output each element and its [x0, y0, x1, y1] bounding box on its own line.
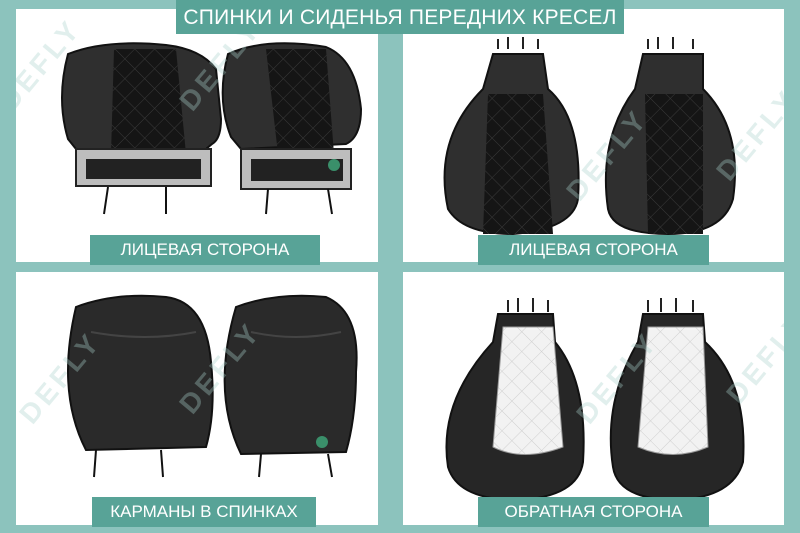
- panel-seat-cushions-front: DEFLY DEFLY: [403, 9, 784, 262]
- caption-reverse-side: ОБРАТНАЯ СТОРОНА: [478, 497, 709, 527]
- seat-cushions-front-image: [443, 37, 736, 236]
- caption-front-side-backs: ЛИЦЕВАЯ СТОРОНА: [90, 235, 320, 265]
- caption-pockets: КАРМАНЫ В СПИНКАХ: [92, 497, 316, 527]
- page-title: СПИНКИ И СИДЕНЬЯ ПЕРЕДНИХ КРЕСЕЛ: [176, 0, 624, 34]
- panel-seat-back-pockets: DEFLY DEFLY: [16, 272, 378, 525]
- seat-cushions-reverse-image: [445, 298, 745, 502]
- panel-seat-backs-front: DEFLY DEFLY: [16, 9, 378, 262]
- seat-back-pockets-image: [67, 294, 358, 478]
- seat-backs-front-image: [61, 42, 363, 215]
- caption-front-side-cushions: ЛИЦЕВАЯ СТОРОНА: [478, 235, 709, 265]
- panel-seat-cushions-reverse: DEFLY DEFLY: [403, 272, 784, 525]
